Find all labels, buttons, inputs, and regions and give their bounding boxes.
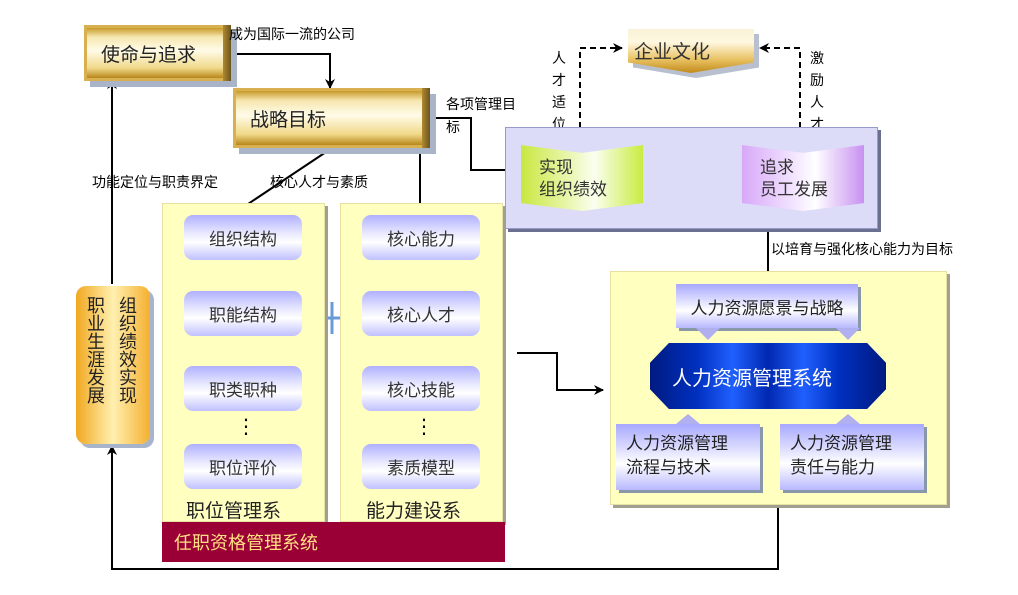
mgmt-goals-label-2: 标 <box>446 120 460 136</box>
hr-process-line1: 人力资源管理 <box>626 434 728 454</box>
org-performance-text: 组织绩效实现 <box>116 296 137 404</box>
systems-to-hr-arrow <box>517 352 604 395</box>
strategy-to-position-arrow <box>235 151 327 213</box>
ability-item: 核心技能 <box>362 366 480 411</box>
culture-label: 企业文化 <box>634 41 711 63</box>
ability-column-title: 能力建设系 <box>366 500 462 522</box>
hr-responsibility-line2: 责任与能力 <box>790 458 875 478</box>
strategy-label: 战略目标 <box>250 108 327 131</box>
hr-responsibility-box: 人力资源管理 责任与能力 <box>780 424 924 490</box>
responsibility-pointer <box>836 414 860 424</box>
performance-line1: 实现 <box>539 158 573 178</box>
position-item: 组织结构 <box>184 215 302 260</box>
hr-core-label: 人力资源管理系统 <box>672 365 832 390</box>
mgmt-goals-label-1: 各项管理目 <box>446 97 516 113</box>
development-line1: 追求 <box>760 158 794 178</box>
performance-chevron: 实现 组织绩效 <box>521 145 643 211</box>
vision-pointer-left <box>696 328 720 340</box>
position-ellipsis: ⋮ <box>236 414 256 438</box>
core-talent-quality-label: 核心人才与素质 <box>270 175 368 191</box>
position-item: 职位评价 <box>184 444 302 489</box>
hr-process-box: 人力资源管理 流程与技术 <box>616 424 760 490</box>
core-ability-goal-label: 以培育与强化核心能力为目标 <box>771 242 953 258</box>
strategy-box: 战略目标 <box>233 88 430 148</box>
qualification-system-bar: 任职资格管理系统 <box>162 522 505 562</box>
hr-core-system: 人力资源管理系统 <box>650 343 886 409</box>
ability-item: 素质模型 <box>362 444 480 489</box>
ability-item: 核心能力 <box>362 215 480 260</box>
performance-line2: 组织绩效 <box>539 180 607 200</box>
position-item: 职能结构 <box>184 291 302 336</box>
position-column-title: 职位管理系 <box>186 500 282 522</box>
motivate-dashed-arrow <box>759 43 805 149</box>
mission-to-strategy-arrow <box>234 53 335 89</box>
hr-responsibility-line1: 人力资源管理 <box>790 434 892 454</box>
talent-fit-label: 人才适位 <box>552 51 566 133</box>
mission-box: 使命与追求 <box>84 25 231 81</box>
career-performance-box: 职业生涯发展 组织绩效实现 <box>76 286 150 444</box>
hr-process-line2: 流程与技术 <box>626 458 711 478</box>
culture-box: 企业文化 <box>628 29 754 73</box>
position-item: 职类职种 <box>184 366 302 411</box>
development-chevron: 追求 员工发展 <box>742 145 864 211</box>
development-line2: 员工发展 <box>760 180 828 200</box>
function-positioning-label: 功能定位与职责界定 <box>92 175 218 191</box>
hr-vision-box: 人力资源愿景与战略 <box>676 284 858 328</box>
motivate-talent-label: 激励人才 <box>810 51 824 133</box>
ability-item: 核心人才 <box>362 291 480 336</box>
mission-label: 使命与追求 <box>101 43 197 66</box>
vision-pointer-right <box>836 328 860 340</box>
ability-ellipsis: ⋮ <box>414 414 434 438</box>
talent-fit-dashed-arrow <box>575 43 623 149</box>
hr-vision-label: 人力资源愿景与战略 <box>690 298 844 319</box>
strategy-to-performance-arrow <box>432 117 520 175</box>
process-pointer <box>676 414 700 424</box>
career-development-text: 职业生涯发展 <box>84 296 105 404</box>
world-class-label: 成为国际一流的公司 <box>229 27 355 43</box>
qualification-system-label: 任职资格管理系统 <box>174 533 318 554</box>
feedback-loop-arrow <box>107 445 779 570</box>
